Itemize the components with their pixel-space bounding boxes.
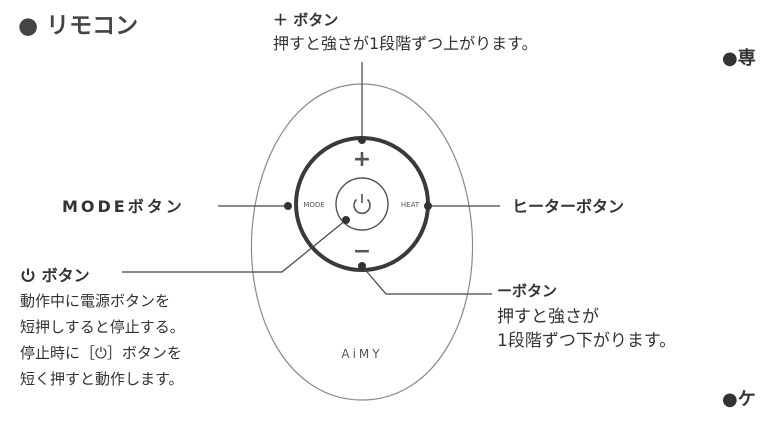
power-button[interactable] [335,177,389,231]
minus-button-description-line: 押すと強さが [497,307,599,327]
heater-button-label: ヒーターボタン [512,197,625,216]
cut-off-section-heading-1: ●専 [722,48,756,69]
leader-dots [284,136,432,270]
heat-small-label[interactable]: HEAT [401,201,420,209]
power-button-description-line: 動作中に電源ボタンを [20,292,171,310]
power-button-icon [353,194,371,215]
power-button-description-line: 短押しすると停止する。 [20,318,185,336]
power-button-title-text: ボタン [41,266,90,285]
remote-body [250,83,474,401]
minus-button-description-line: 1段階ずつ下がります。 [497,331,677,351]
mode-button-label: MODEボタン [62,197,185,216]
leader-lines [122,62,500,295]
power-button-title: ボタン [20,262,90,286]
mode-small-label[interactable]: MODE [303,201,324,209]
plus-button-description: 押すと強さが1段階ずつ上がります。 [273,34,538,53]
section-title: ● リモコン [18,13,139,39]
power-button-description-line: 短く押すと動作します。 [20,370,184,388]
cut-off-section-heading-2: ●ケ [722,389,756,410]
minus-glyph[interactable]: − [353,239,371,264]
power-button-description-line: 停止時に［⏻］ボタンを [20,344,182,362]
minus-button-title: ーボタン [497,282,558,300]
power-icon [21,268,35,282]
plus-button-title: ＋ ボタン [273,11,339,29]
brand-logo: AiMY [341,347,382,361]
plus-glyph[interactable]: + [353,147,371,172]
